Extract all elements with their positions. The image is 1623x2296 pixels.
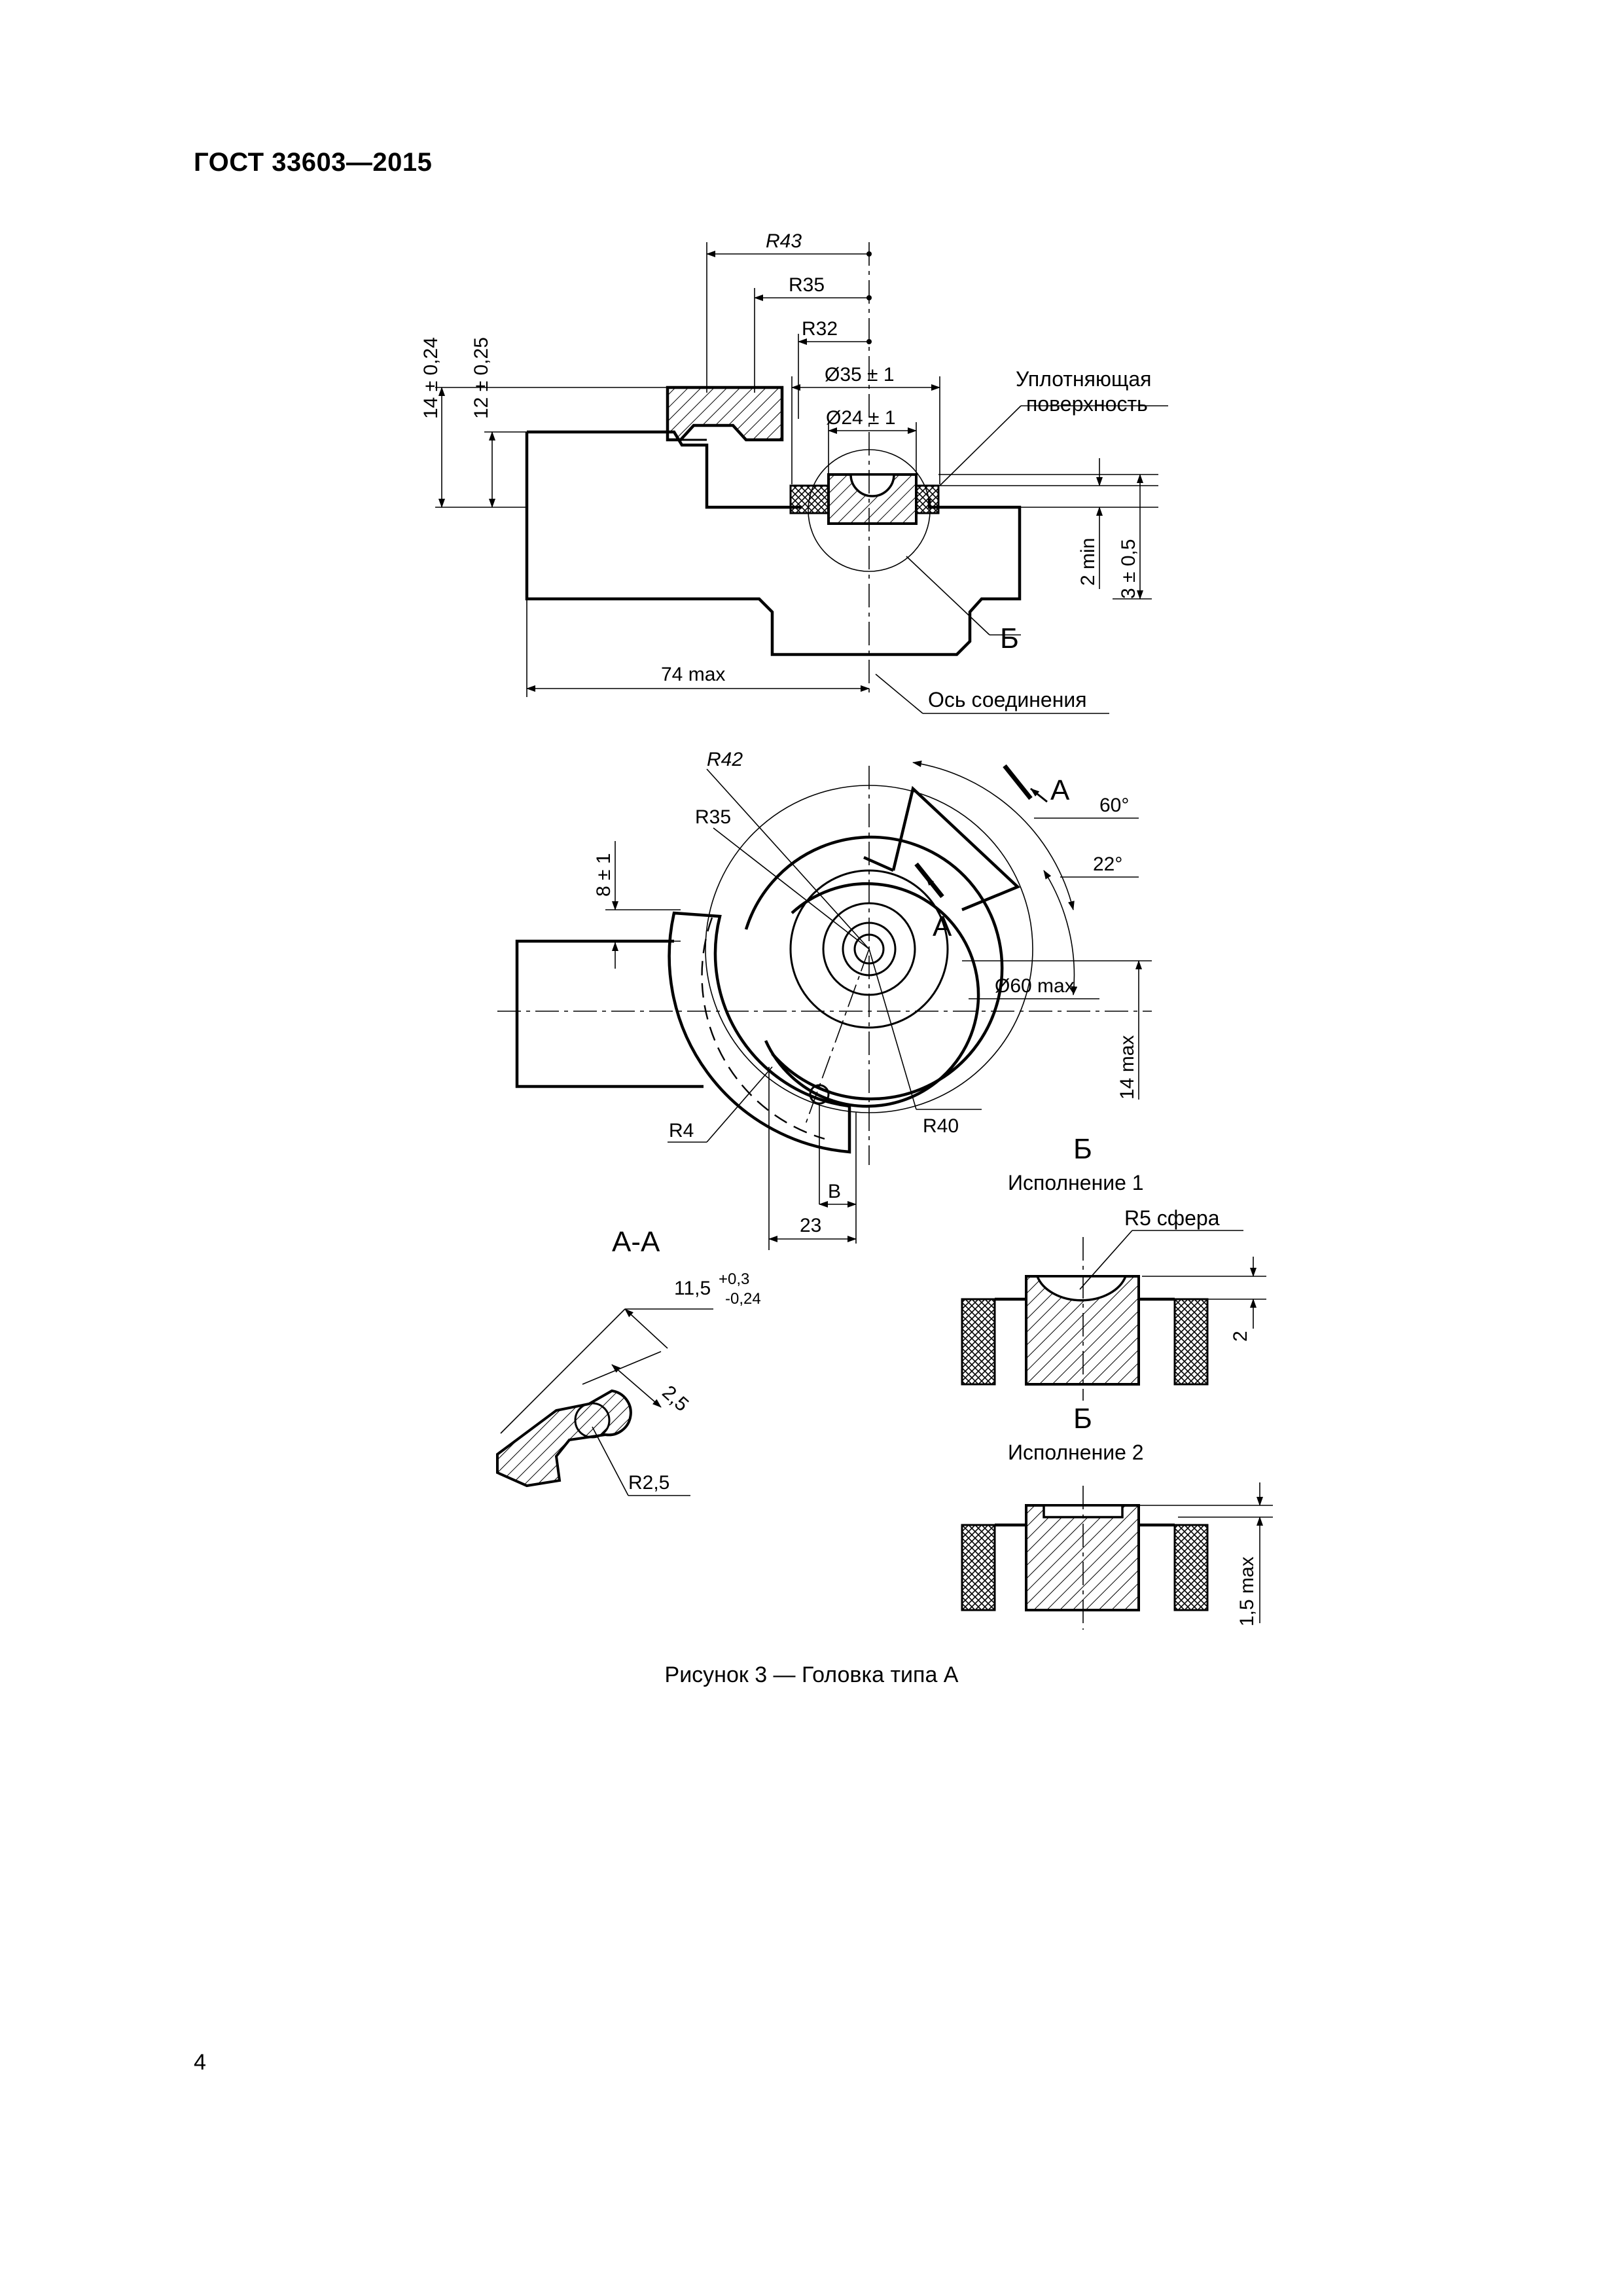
dim-b: B: [828, 1181, 841, 1202]
dim-12: 12 ± 0,25: [471, 337, 492, 419]
detail-2-title: Б: [1073, 1403, 1092, 1435]
plan-view: А А R42 R35 R40 60° 22° 8 ± 1 Ø60 max: [497, 749, 1152, 1250]
detail-1-subtitle: Исполнение 1: [1008, 1171, 1144, 1194]
dim-r42: R42: [707, 749, 743, 770]
detail-1-title: Б: [1073, 1133, 1092, 1165]
dim-d35: Ø35 ± 1: [825, 364, 895, 386]
document-header: ГОСТ 33603—2015: [194, 148, 433, 177]
dim-r43: R43: [766, 230, 802, 252]
dim-3: 3 ± 0,5: [1118, 539, 1139, 599]
dim-r4: R4: [669, 1120, 694, 1141]
dim-14max: 14 max: [1116, 1035, 1138, 1100]
dim-r35: R35: [789, 274, 825, 296]
section-aa-r25: R2,5: [628, 1472, 669, 1494]
section-aa-tol-lower: -0,24: [725, 1290, 761, 1308]
dim-r35-plan: R35: [695, 806, 731, 828]
axis-label: Ось соединения: [928, 688, 1087, 711]
figure-caption: Рисунок 3 — Головка типа А: [664, 1662, 959, 1687]
detail-2-subtitle: Исполнение 2: [1008, 1441, 1144, 1464]
section-aa-title: А-А: [612, 1226, 660, 1258]
detail-1-r5: R5 сфера: [1124, 1206, 1220, 1230]
dim-14: 14 ± 0,24: [420, 337, 442, 419]
dim-8: 8 ± 1: [593, 853, 615, 897]
section-aa: А-А 11,5 +0,3 -0,24 2,5 R2,5: [496, 1226, 761, 1496]
seal-label-2: поверхность: [1026, 392, 1148, 416]
dim-74max: 74 max: [661, 664, 725, 685]
dim-2min: 2 min: [1077, 538, 1099, 586]
angle-22: 22°: [1093, 853, 1122, 875]
dim-d24: Ø24 ± 1: [826, 407, 896, 429]
dim-r32: R32: [802, 318, 838, 340]
detail-1-dim-2: 2: [1230, 1331, 1251, 1342]
section-a-label-1: А: [933, 910, 952, 942]
detail-2: Б Исполнение 2 1,5 max: [961, 1403, 1273, 1630]
seal-label-1: Уплотняющая: [1016, 367, 1151, 391]
detail-2-dim-15: 1,5 max: [1236, 1556, 1258, 1626]
section-aa-dim: 11,5: [674, 1278, 711, 1299]
dim-r40: R40: [923, 1115, 959, 1137]
page-number: 4: [194, 2050, 206, 2075]
detail-b-label: Б: [1000, 622, 1019, 655]
section-aa-tol-upper: +0,3: [719, 1270, 749, 1288]
side-view: Б R43 R35 R32 Ø35 ± 1 Ø24 ± 1 14 ± 0,24 …: [420, 230, 1168, 714]
dim-d60: Ø60 max: [995, 975, 1075, 997]
section-aa-dim-25: 2,5: [658, 1382, 692, 1416]
detail-1: Б Исполнение 1 R5 сфера 2: [961, 1133, 1266, 1401]
section-a-label-2: А: [1050, 774, 1070, 806]
angle-60: 60°: [1099, 795, 1129, 816]
dim-23: 23: [800, 1215, 821, 1236]
